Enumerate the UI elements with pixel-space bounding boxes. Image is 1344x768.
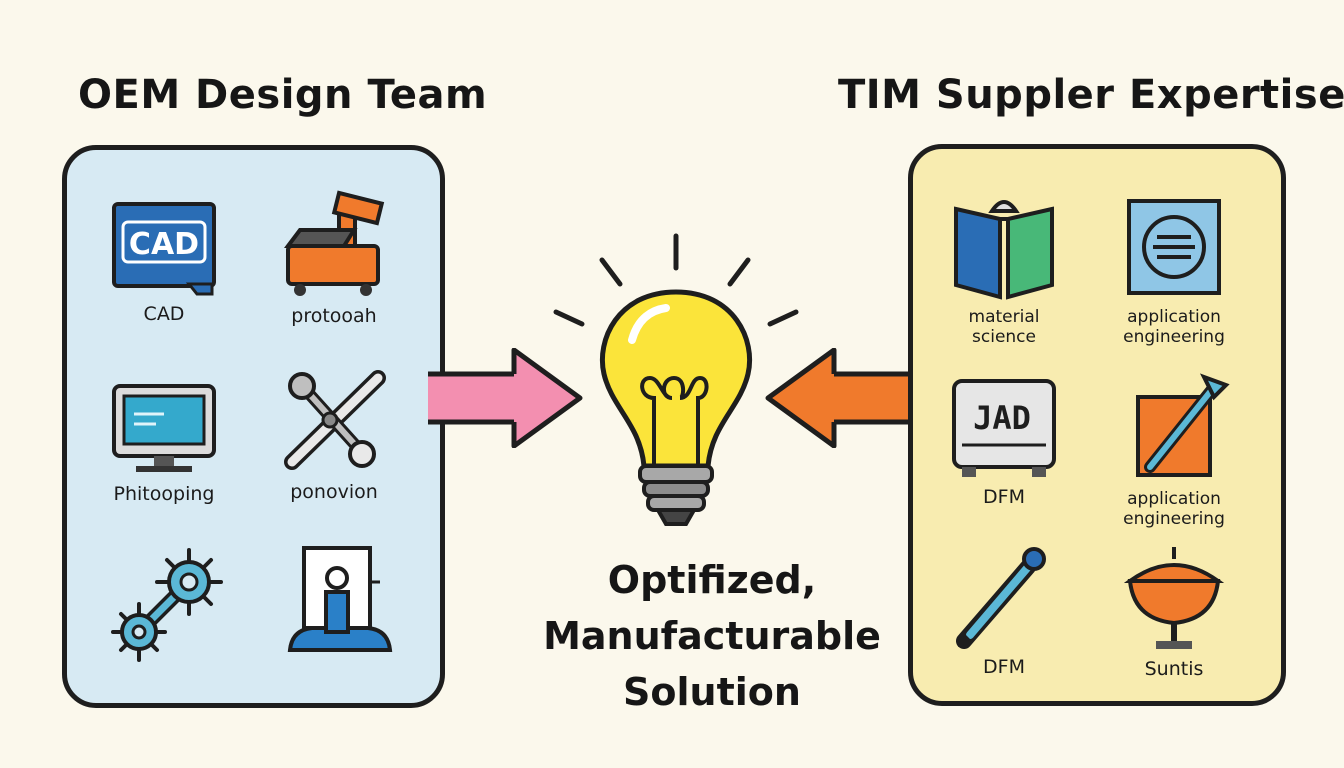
item-label-line: engineering (1123, 509, 1225, 529)
oem-design-team-title: OEM Design Team (78, 72, 488, 118)
solution-line: Optifized, (607, 558, 817, 602)
tools-icon (284, 370, 386, 470)
test-fixture-item (257, 542, 427, 662)
item-label-line: material (968, 307, 1040, 327)
suntis-item: Suntis (1089, 545, 1259, 680)
gears-item (79, 542, 249, 662)
book-icon (954, 200, 1054, 300)
syringe-icon (956, 547, 1046, 649)
tim-supplier-expertise-title: TIM Suppler Expertise (838, 72, 1344, 118)
item-label: application engineering (1089, 489, 1259, 529)
item-label: ponovion (290, 481, 378, 503)
item-label-line: engineering (1123, 327, 1225, 347)
item-label-line: application (1127, 307, 1221, 327)
item-label: application engineering (1089, 307, 1259, 347)
material-science-item: material science (919, 191, 1089, 347)
light-bulb-icon (553, 233, 799, 526)
gears-icon (111, 548, 223, 662)
prototype-machine-icon (284, 190, 385, 296)
tim-supplier-expertise-panel: material science application engineering… (908, 144, 1286, 706)
dfm-item-2: DFM (919, 547, 1089, 678)
application-engineering-item-2: application engineering (1089, 371, 1259, 529)
solution-line: Solution (623, 670, 801, 714)
item-label-line: DFM (983, 656, 1025, 678)
item-label-line: science (972, 327, 1036, 347)
oem-design-team-panel: CAD CAD protooah Phitooping (62, 145, 445, 708)
solution-line: Manufacturable (543, 614, 881, 658)
document-icon (1127, 199, 1221, 295)
item-label: Phitooping (113, 483, 215, 505)
item-label: DFM (919, 487, 1089, 508)
right-arrow-icon (765, 348, 934, 448)
cad-monitor-icon: CAD (112, 202, 216, 296)
item-label-line: application (1127, 489, 1221, 509)
item-label: protooah (291, 305, 377, 327)
item-label: CAD (143, 303, 185, 325)
cad-icon-text: CAD (129, 227, 199, 262)
item-label-line: Suntis (1144, 658, 1204, 680)
prototype-item: protooah (249, 190, 419, 327)
tools-item: ponovion (249, 366, 419, 503)
application-engineering-item-1: application engineering (1089, 197, 1259, 347)
cad-item: CAD CAD (79, 198, 249, 325)
computer-item: Phitooping (79, 378, 249, 505)
item-label: material science (919, 307, 1089, 347)
test-fixture-icon (287, 546, 393, 652)
item-label: DFM (919, 657, 1089, 678)
machine-icon: JAD (952, 379, 1056, 477)
dfm-item-1: JAD DFM (919, 377, 1089, 508)
item-label: Suntis (1089, 659, 1259, 680)
pen-tool-icon (1136, 373, 1230, 477)
machine-icon-text: JAD (973, 399, 1031, 437)
left-arrow-icon (428, 348, 583, 448)
computer-monitor-icon (112, 384, 216, 472)
item-label-line: DFM (983, 486, 1025, 508)
dish-icon (1123, 547, 1225, 649)
solution-caption: Optifized, Manufacturable Solution (512, 552, 912, 720)
